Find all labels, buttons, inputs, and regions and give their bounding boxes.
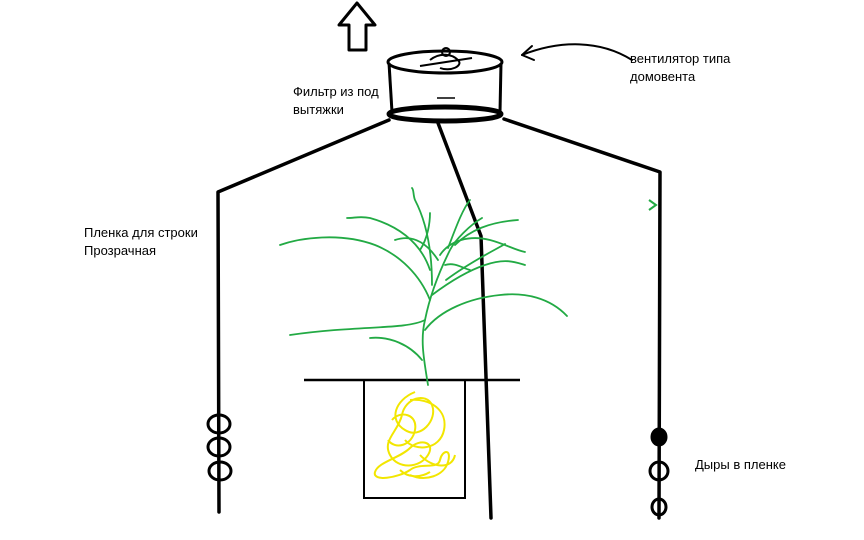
filter-label-line-1: Фильтр из под	[293, 84, 379, 99]
curved-arrow-icon	[521, 43, 633, 61]
film-sheets	[216, 117, 662, 520]
up-arrow-icon	[337, 1, 377, 52]
fan-unit	[386, 47, 504, 113]
filter-label-line-2: вытяжки	[293, 102, 344, 117]
film-label-line-2: Прозрачная	[84, 243, 157, 258]
green-mark	[648, 199, 658, 211]
film-holes-left	[206, 413, 233, 482]
filter-label: Фильтр из под вытяжки	[293, 83, 379, 119]
fan-label-line-1: вентилятор типа	[630, 51, 731, 66]
plant-pot	[363, 379, 466, 499]
filter-ring	[386, 104, 504, 124]
holes-label: Дыры в пленке	[695, 457, 786, 472]
fan-label: вентилятор типа домовента	[630, 50, 730, 86]
film-label: Пленка для строки Прозрачная	[84, 224, 198, 260]
plant-stems	[279, 187, 568, 386]
fan-label-line-2: домовента	[630, 69, 696, 84]
film-holes-right	[648, 427, 670, 517]
plant-roots	[373, 391, 456, 479]
film-label-line-1: Пленка для строки	[84, 225, 198, 240]
